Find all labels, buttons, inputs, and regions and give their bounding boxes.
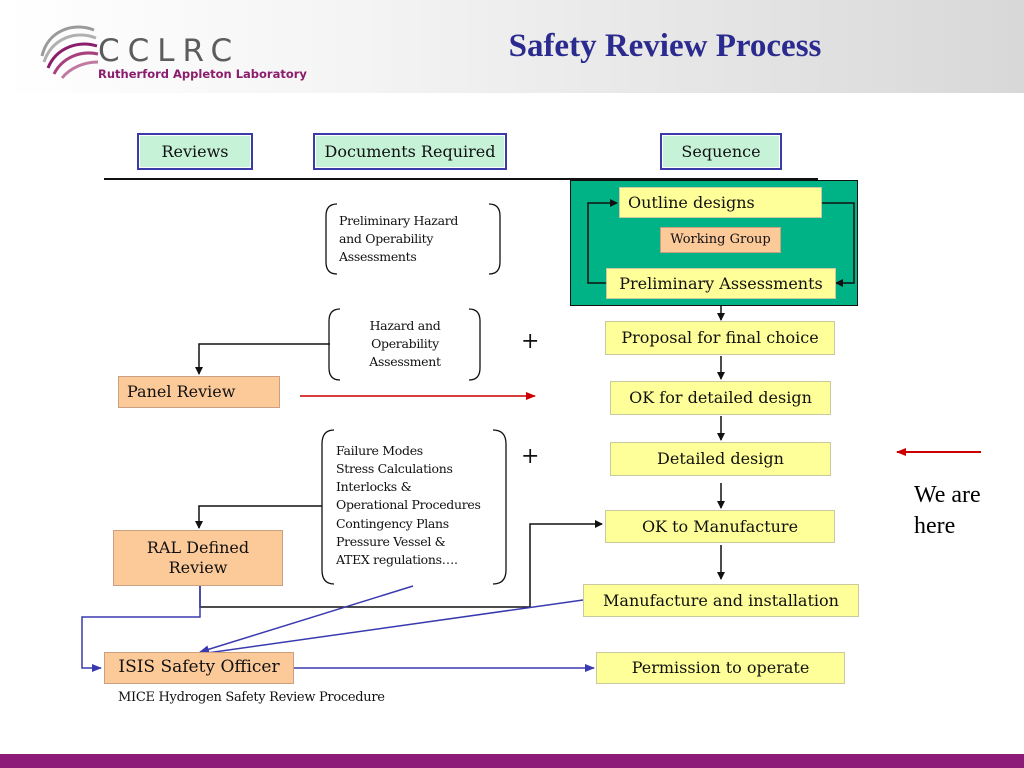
arrow-doc-ral	[195, 505, 322, 529]
slide-title: Safety Review Process	[508, 28, 822, 64]
column-header-sequence: Sequence	[660, 133, 782, 170]
sequence-outline-designs: Outline designs	[619, 187, 822, 218]
column-header-documents: Documents Required	[313, 133, 507, 170]
sequence-detailed-design: Detailed design	[610, 442, 831, 476]
sequence-preliminary-assessments: Preliminary Assessments	[606, 268, 836, 299]
cclrc-swirl-icon	[40, 25, 99, 79]
bracket-doc1-left	[325, 203, 338, 275]
bracket-doc3-right	[492, 429, 507, 585]
review-ral-defined-review: RAL Defined Review	[113, 530, 283, 586]
documents-failure-modes-list: Failure Modes Stress Calculations Interl…	[336, 443, 481, 567]
column-header-reviews: Reviews	[137, 133, 253, 170]
loop-line-left	[587, 199, 618, 284]
sequence-ok-to-manufacture: OK to Manufacture	[605, 510, 835, 543]
arrow-ral-isis	[81, 586, 201, 672]
sequence-proposal-final-choice: Proposal for final choice	[605, 321, 835, 355]
logo-subtitle: Rutherford Appleton Laboratory	[98, 67, 307, 81]
review-isis-safety-officer: ISIS Safety Officer	[104, 652, 294, 684]
we-are-here-label: We are here	[914, 482, 981, 540]
sequence-ok-detailed-design: OK for detailed design	[610, 381, 831, 415]
diagram-caption: MICE Hydrogen Safety Review Procedure	[118, 690, 385, 705]
slide-header: CCLRC Rutherford Appleton Laboratory Saf…	[0, 0, 1024, 93]
bracket-doc2-left	[328, 308, 341, 381]
documents-preliminary-hazard: Preliminary Hazard and Operability Asses…	[339, 213, 459, 265]
bracket-doc2-right	[468, 308, 481, 381]
arrow-manufacture-isis	[199, 599, 584, 657]
sequence-permission-to-operate: Permission to operate	[596, 652, 845, 684]
review-panel-review: Panel Review	[118, 376, 280, 408]
documents-hazard-operability: Hazard and Operability Assessment	[369, 318, 441, 370]
brand-footer-bar	[0, 754, 1024, 768]
arrow-doc-panel	[195, 343, 330, 375]
loop-line-right	[822, 202, 855, 287]
sequence-manufacture-installation: Manufacture and installation	[583, 584, 859, 617]
arrow-docs-isis	[199, 585, 414, 654]
plus-sign-2: +	[521, 444, 540, 469]
plus-sign-1: +	[521, 329, 540, 354]
sequence-working-group: Working Group	[660, 227, 781, 253]
bracket-doc1-right	[488, 203, 501, 275]
logo-wordmark: CCLRC	[98, 33, 241, 69]
bracket-doc3-left	[321, 429, 335, 585]
